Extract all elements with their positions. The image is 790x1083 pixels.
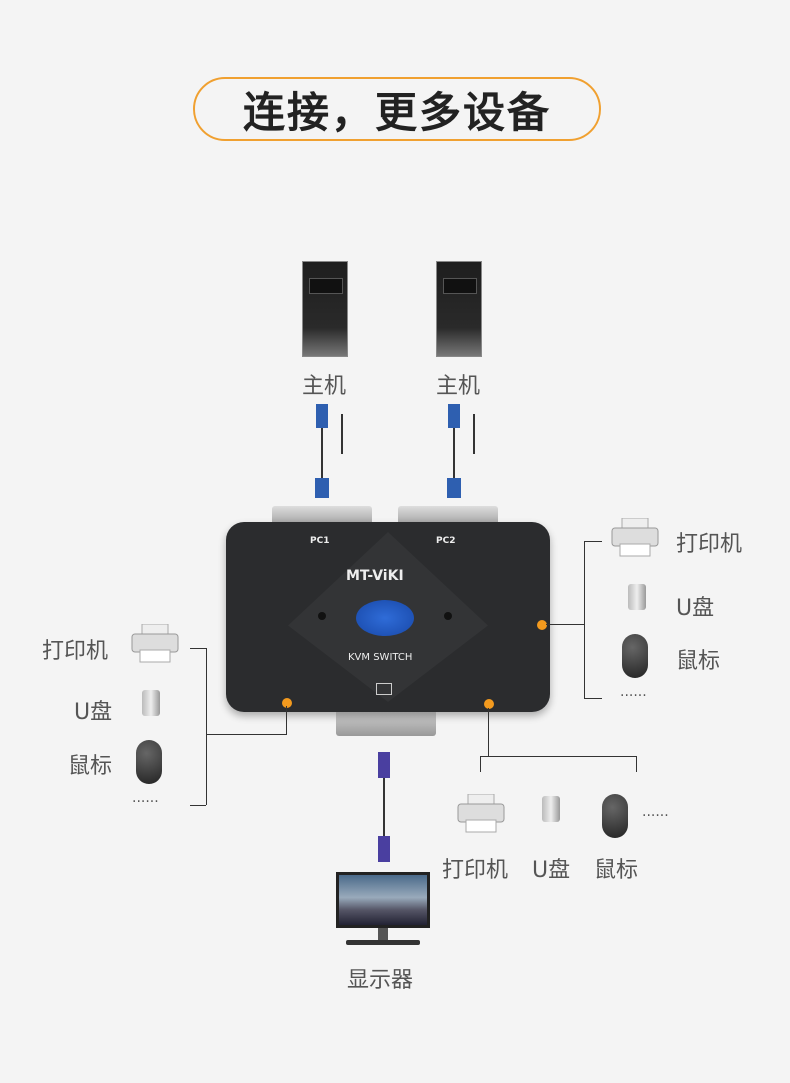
vga-plug-icon [448,404,460,428]
usb-label: U盘 [532,858,571,883]
cable [383,778,385,836]
mouse-label: 鼠标 [594,858,639,883]
vga-plug-icon [315,478,329,498]
led-icon [444,612,452,620]
page-title: 连接，更多设备 [193,77,601,141]
printer-icon [131,624,179,663]
connector-line [286,706,287,735]
printer-icon [611,518,659,557]
printer-icon [457,794,505,833]
port-label-pc1: PC1 [310,536,330,546]
host-label-1: 主机 [302,374,347,399]
connector-line [480,756,481,772]
monitor-icon [376,683,392,695]
monitor-screen-icon [336,872,430,928]
connector-line [190,648,206,649]
brand-logo: MT-ViKI [346,568,404,584]
connector-line [480,756,636,757]
mouse-icon [136,740,162,784]
kvm-name: KVM SWITCH [348,652,413,663]
led-icon [318,612,326,620]
pc-tower-icon [302,261,348,357]
host-label-2: 主机 [436,374,481,399]
vga-plug-icon [447,478,461,498]
mouse-icon [622,634,648,678]
printer-label: 打印机 [442,858,509,883]
connector-line [488,708,489,756]
mouse-label: 鼠标 [676,649,721,674]
monitor-stand [378,928,388,940]
connector-line [190,805,206,806]
connector-dot [484,699,494,709]
cable [453,428,455,478]
usb-cable [341,414,343,454]
usb-drive-icon [628,584,646,610]
usb-drive-icon [542,796,560,822]
mouse-icon [602,794,628,838]
more-label: ...... [132,790,159,806]
connector-line [546,624,584,625]
switch-button[interactable] [356,600,414,636]
printer-label: 打印机 [42,639,109,664]
pc-tower-icon [436,261,482,357]
connector-line [636,756,637,772]
vga-plug-icon [378,836,390,862]
cable [321,428,323,478]
vga-plug-icon [378,752,390,778]
more-label: ...... [620,684,647,700]
connector-dot [282,698,292,708]
usb-drive-icon [142,690,160,716]
monitor-base [346,940,420,945]
connector-line [584,541,602,542]
vga-plug-icon [316,404,328,428]
mouse-label: 鼠标 [68,754,113,779]
connector-line [584,698,602,699]
connector-dot [537,620,547,630]
more-label: ...... [642,804,669,820]
usb-cable [473,414,475,454]
usb-label: U盘 [74,700,113,725]
port-label-pc2: PC2 [436,536,456,546]
usb-label: U盘 [676,596,715,621]
monitor-label: 显示器 [347,968,414,993]
kvm-switch: PC1 PC2 MT-ViKI KVM SWITCH [226,522,550,712]
connector-line [206,734,286,735]
printer-label: 打印机 [676,532,743,557]
connector-line [206,648,207,805]
connector-line [584,541,585,699]
